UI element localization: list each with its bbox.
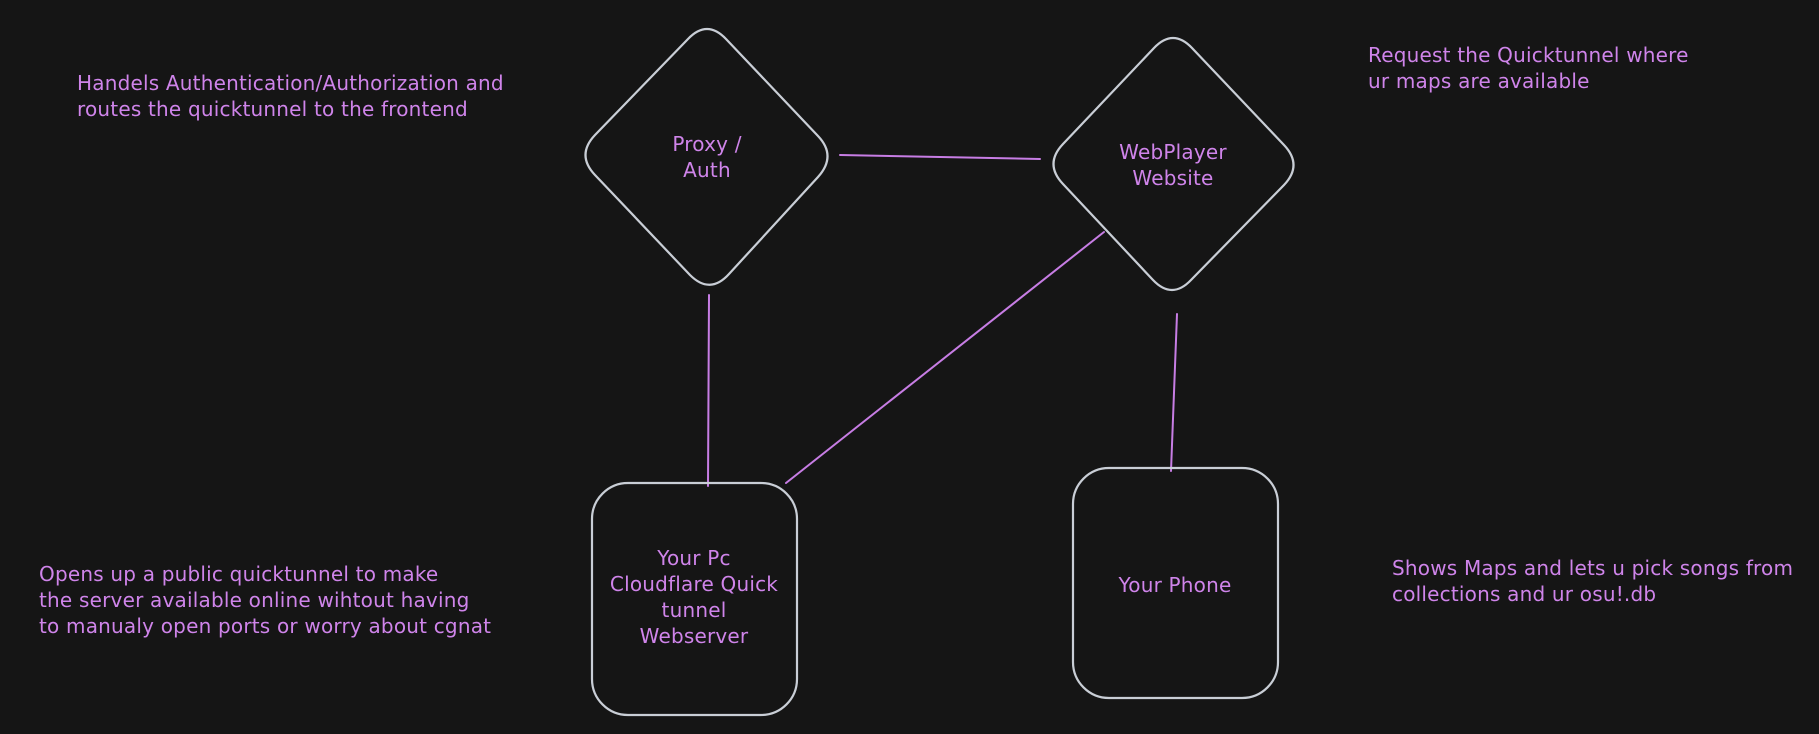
edge-webplayer-your-phone	[1170, 313, 1178, 472]
edge-proxy-auth-webplayer	[839, 154, 1041, 160]
node-label-webplayer-website: WebPlayer Website	[1119, 140, 1227, 190]
node-shape-proxy-auth	[584, 27, 829, 286]
note-proxy-auth: Handels Authentication/Authorization and…	[77, 71, 504, 121]
node-label-your-phone: Your Phone	[1118, 573, 1232, 597]
note-your-phone: Shows Maps and lets u pick songs from co…	[1392, 556, 1794, 606]
note-webplayer-website: Request the Quicktunnel where ur maps ar…	[1368, 43, 1689, 93]
edge-proxy-auth-your-pc	[707, 294, 710, 487]
edge-webplayer-your-pc	[785, 231, 1105, 484]
node-label-proxy-auth: Proxy / Auth	[672, 132, 742, 182]
node-shape-your-phone	[1071, 466, 1280, 700]
node-shape-webplayer-website	[1052, 36, 1295, 292]
note-your-pc-server: Opens up a public quicktunnel to make th…	[39, 562, 492, 638]
node-shape-your-pc	[590, 481, 799, 717]
node-label-your-pc: Your Pc Cloudflare Quick tunnel Webserve…	[609, 546, 779, 648]
